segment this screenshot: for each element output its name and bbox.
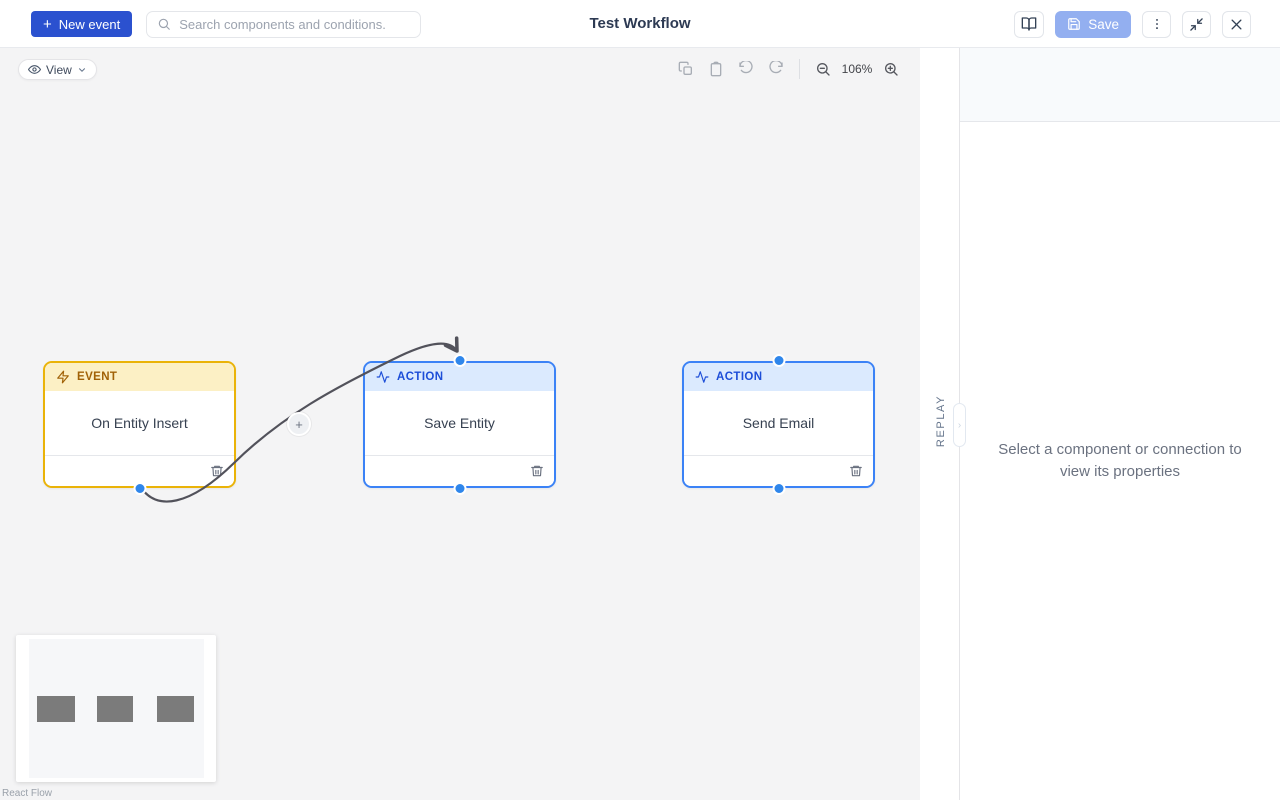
- chevron-right-icon: ›: [957, 419, 962, 431]
- close-icon: [1229, 17, 1244, 32]
- new-event-label: New event: [58, 16, 121, 32]
- delete-node-button[interactable]: [849, 464, 863, 478]
- view-label: View: [46, 62, 72, 77]
- activity-icon: [695, 370, 709, 384]
- replay-label: REPLAY: [935, 394, 947, 448]
- properties-panel: Select a component or connection to view…: [960, 48, 1280, 800]
- eye-icon: [28, 63, 41, 76]
- edge-add-step-button[interactable]: +: [287, 412, 311, 436]
- node-header: EVENT: [45, 363, 234, 391]
- panel-collapse-handle[interactable]: ›: [953, 403, 966, 447]
- node-title: Save Entity: [365, 391, 554, 455]
- activity-icon: [376, 370, 390, 384]
- target-handle[interactable]: [453, 354, 466, 367]
- book-open-icon: [1021, 16, 1037, 32]
- topbar-left-group: + New event: [31, 0, 422, 48]
- main-area: View 106%: [0, 48, 1280, 800]
- minimap-node: [37, 696, 75, 722]
- toolbar-divider: [799, 59, 800, 79]
- top-toolbar: + New event Test Workflow Save: [0, 0, 1280, 48]
- lightning-bolt-icon: [56, 370, 70, 384]
- search-input[interactable]: [179, 16, 411, 32]
- node-header: ACTION: [684, 363, 873, 391]
- save-icon: [1067, 17, 1081, 31]
- zoom-level: 106%: [841, 62, 873, 76]
- search-box[interactable]: [146, 10, 422, 38]
- node-save-entity[interactable]: ACTION Save Entity: [363, 354, 556, 495]
- workflow-canvas[interactable]: View 106%: [0, 48, 920, 800]
- paste-button[interactable]: [703, 57, 729, 81]
- redo-button[interactable]: [763, 57, 789, 81]
- docs-button[interactable]: [1014, 10, 1045, 38]
- delete-node-button[interactable]: [530, 464, 544, 478]
- kebab-menu-icon: [1150, 17, 1164, 31]
- minimize-button[interactable]: [1182, 10, 1211, 38]
- zoom-out-button[interactable]: [810, 57, 836, 81]
- node-type-label: ACTION: [716, 371, 763, 383]
- target-handle[interactable]: [772, 354, 785, 367]
- node-type-label: ACTION: [397, 371, 444, 383]
- minimap-node: [157, 696, 194, 722]
- delete-node-button[interactable]: [210, 464, 224, 478]
- node-footer: [684, 455, 873, 486]
- source-handle[interactable]: [772, 482, 785, 495]
- node-title: On Entity Insert: [45, 391, 234, 455]
- canvas-toolbar: 106%: [673, 57, 904, 81]
- search-icon: [157, 17, 171, 31]
- new-event-button[interactable]: + New event: [31, 11, 133, 37]
- empty-state-message: Select a component or connection to view…: [998, 440, 1242, 481]
- source-handle[interactable]: [133, 482, 146, 495]
- more-options-button[interactable]: [1142, 10, 1171, 38]
- close-button[interactable]: [1222, 10, 1251, 38]
- minimap-node: [97, 696, 133, 722]
- node-title: Send Email: [684, 391, 873, 455]
- undo-button[interactable]: [733, 57, 759, 81]
- topbar-right-group: Save: [1014, 0, 1251, 48]
- properties-panel-header: [960, 48, 1280, 122]
- page-title: Test Workflow: [589, 15, 691, 32]
- node-send-email[interactable]: ACTION Send Email: [682, 354, 875, 495]
- minimap[interactable]: [16, 635, 216, 782]
- node-type-label: EVENT: [77, 371, 118, 383]
- source-handle[interactable]: [453, 482, 466, 495]
- chevron-down-icon: [77, 65, 87, 75]
- save-label: Save: [1088, 16, 1119, 32]
- view-dropdown[interactable]: View: [18, 59, 97, 80]
- node-on-entity-insert[interactable]: EVENT On Entity Insert: [43, 361, 236, 495]
- save-button[interactable]: Save: [1055, 10, 1131, 38]
- copy-button[interactable]: [673, 57, 699, 81]
- plus-icon: +: [43, 15, 52, 33]
- node-header: ACTION: [365, 363, 554, 391]
- properties-panel-body: Select a component or connection to view…: [960, 122, 1280, 800]
- zoom-in-button[interactable]: [878, 57, 904, 81]
- minimize-icon: [1189, 17, 1204, 32]
- react-flow-attribution: React Flow: [2, 788, 53, 799]
- replay-strip: REPLAY ›: [920, 48, 966, 800]
